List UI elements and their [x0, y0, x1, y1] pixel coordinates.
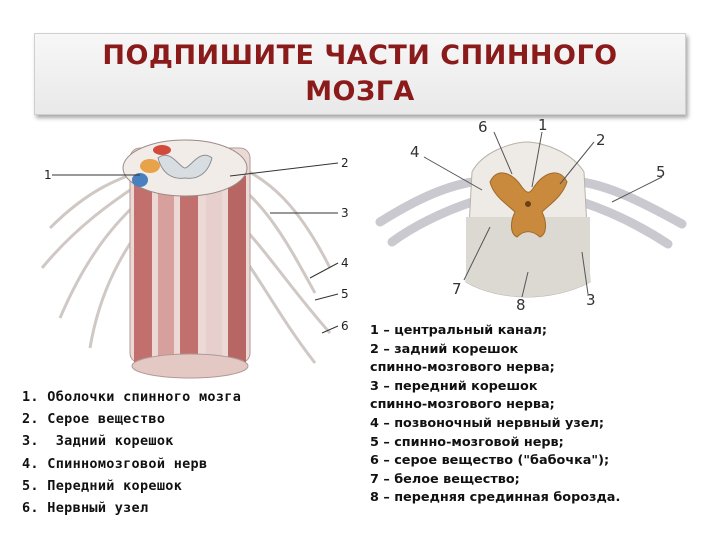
- title-banner: ПОДПИШИТЕ ЧАСТИ СПИННОГО МОЗГА: [34, 33, 686, 115]
- left-label-2: 2: [341, 156, 349, 170]
- right-label-1: 1: [538, 116, 548, 134]
- left-label-4: 4: [341, 256, 349, 270]
- right-legend-list: 1 – центральный канал; 2 – задний корешо…: [370, 322, 715, 508]
- right-legend-item: спинно-мозгового нерва;: [370, 360, 555, 376]
- spinal-cord-cross-section-illustration: 1 2 3 4 5 6 7 8: [375, 116, 687, 314]
- right-legend-item: спинно-мозгового нерва;: [370, 397, 555, 413]
- right-legend-item: 1 – центральный канал;: [370, 323, 548, 338]
- right-label-7: 7: [452, 280, 462, 298]
- left-label-5: 5: [341, 287, 349, 301]
- left-legend-item: 3. Задний корешок: [22, 433, 174, 450]
- left-legend-item: 5. Передний корешок: [22, 477, 183, 494]
- right-legend-item: 5 – спинно-мозговой нерв;: [370, 434, 564, 450]
- right-legend-item: 2 – задний корешок: [370, 341, 519, 357]
- left-legend-item: 2. Серое вещество: [22, 411, 166, 428]
- right-legend-item: 6 – серое вещество ("бабочка");: [370, 453, 610, 469]
- right-label-4: 4: [410, 143, 420, 161]
- right-label-2: 2: [596, 131, 606, 149]
- left-legend-item: 4. Спинномозговой нерв: [22, 455, 208, 472]
- right-legend-item: 4 – позвоночный нервный узел;: [370, 415, 604, 431]
- right-label-3: 3: [586, 291, 596, 309]
- spinal-cord-segment-illustration: 1 2 3 4 5 6: [40, 139, 349, 379]
- right-label-8: 8: [516, 296, 526, 314]
- nerve-roots: [375, 177, 687, 249]
- left-label-6: 6: [341, 319, 349, 333]
- right-legend-item: 3 – передний корешок: [370, 378, 538, 394]
- callout-lines: [52, 162, 339, 334]
- cord-cross-section: [122, 139, 248, 197]
- left-legend-item: 1. Оболочки спинного мозга: [22, 389, 242, 405]
- left-legend-list: 1. Оболочки спинного мозга 2. Серое веще…: [22, 386, 362, 519]
- right-label-6: 6: [478, 118, 488, 136]
- spinal-cord-column: [129, 147, 251, 379]
- callout-lines-right: [423, 131, 663, 298]
- left-label-1: 1: [44, 168, 52, 182]
- right-legend-item: 7 – белое вещество;: [370, 471, 520, 487]
- left-legend-item: 6. Нервный узел: [22, 500, 149, 517]
- gray-matter-butterfly: [489, 172, 568, 238]
- right-label-5: 5: [656, 163, 666, 181]
- right-legend-item: 8 – передняя срединная борозда.: [370, 490, 621, 506]
- left-label-3: 3: [341, 206, 349, 220]
- page-title: ПОДПИШИТЕ ЧАСТИ СПИННОГО МОЗГА: [102, 40, 618, 107]
